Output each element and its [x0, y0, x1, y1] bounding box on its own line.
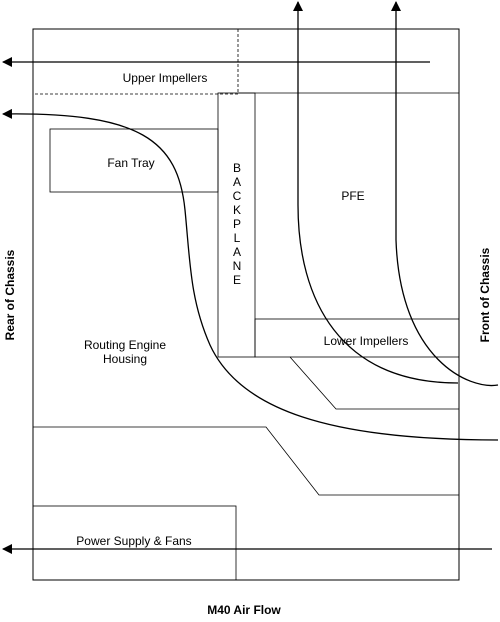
routing-engine-label-line1: Routing Engine — [84, 338, 166, 352]
power-supply-label: Power Supply & Fans — [76, 534, 191, 548]
routing-engine-label-line2: Housing — [103, 352, 147, 366]
backplane-letter: K — [233, 203, 241, 217]
lower-impellers-box — [254, 318, 460, 358]
chassis-outline — [32, 28, 460, 581]
backplane-letter: L — [234, 231, 241, 245]
backplane-letter: A — [233, 175, 241, 189]
backplane-letter: C — [233, 189, 242, 203]
backplane-letter: P — [233, 217, 241, 231]
front-of-chassis-label: Front of Chassis — [478, 247, 492, 342]
pfe-airflow-arrow-right — [391, 1, 499, 387]
backplane-letter: B — [233, 161, 241, 175]
backplane-box — [217, 92, 256, 358]
diagram-caption: M40 Air Flow — [207, 603, 281, 617]
backplane-letter: A — [233, 245, 241, 259]
pfe-airflow-arrow-left — [293, 1, 459, 384]
power-supply-box — [32, 505, 237, 581]
upper-deflector — [289, 356, 459, 410]
backplane-letter: E — [233, 273, 241, 287]
rear-of-chassis-label: Rear of Chassis — [3, 249, 17, 340]
main-airflow-arrow — [2, 108, 499, 441]
fan-tray-label: Fan Tray — [107, 156, 154, 170]
upper-impellers-label: Upper Impellers — [123, 71, 208, 85]
lower-deflector — [33, 426, 459, 496]
pfe-label: PFE — [341, 189, 364, 203]
backplane-label: B A C K P L A N E — [233, 161, 242, 287]
lower-impellers-label: Lower Impellers — [324, 334, 409, 348]
backplane-letter: N — [233, 259, 242, 273]
